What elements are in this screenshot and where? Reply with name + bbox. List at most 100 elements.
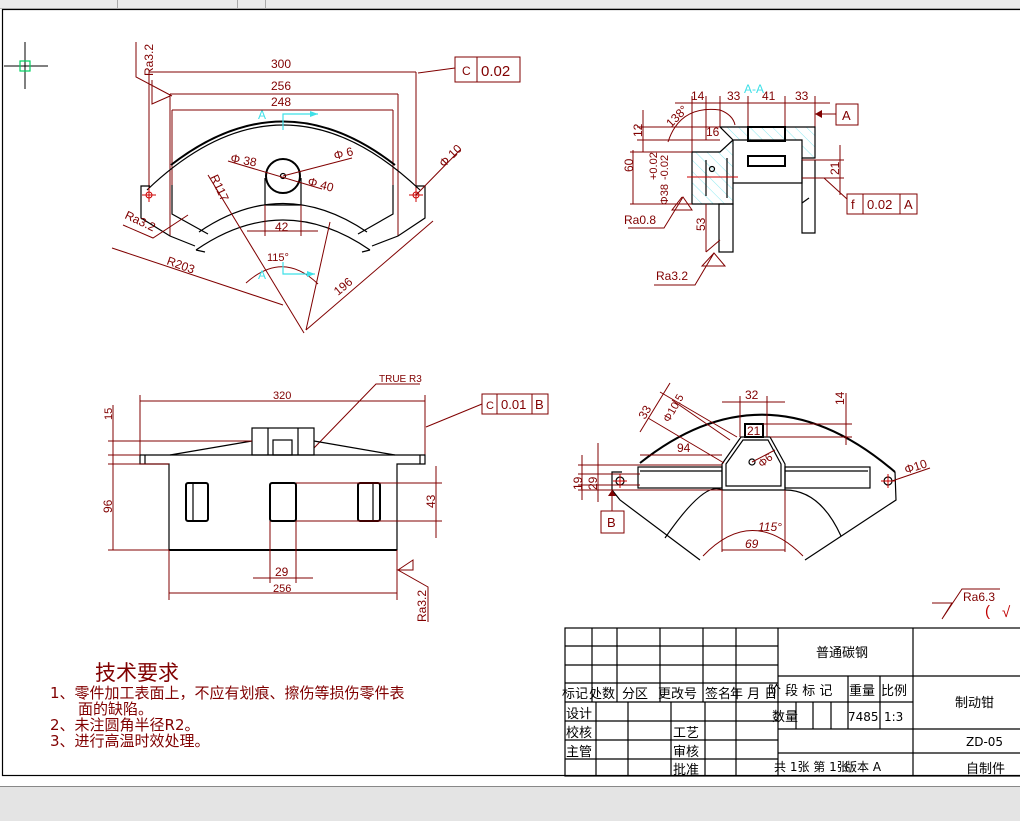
dim-32: 32	[745, 388, 759, 402]
dim-phi38: Φ 38	[229, 151, 258, 169]
sheet-count: 共 1张 第 1张	[774, 760, 849, 774]
dim-33: 33	[727, 89, 741, 103]
dim-248: 248	[271, 95, 291, 109]
header-signature: 签名	[705, 686, 731, 702]
part-source: 自制件	[966, 762, 1005, 777]
dim-r203: R203	[165, 254, 197, 277]
part-name: 制动钳	[955, 696, 994, 711]
tolerance-symbol: f	[851, 197, 855, 212]
tolerance-symbol: C	[462, 64, 471, 78]
header-zone: 分区	[622, 687, 648, 702]
dim-15: 15	[103, 408, 115, 420]
review-label: 审核	[673, 745, 699, 760]
dim-69: 69	[745, 537, 759, 551]
dim-256: 256	[271, 79, 291, 93]
section-mark: A	[258, 268, 266, 282]
dim-phi40: Φ 40	[306, 174, 335, 194]
scale-label: 比例	[881, 684, 907, 699]
title-block: 标记 处数 分区 更改号 签名 年 月 日 设计 校核 主管 工艺 审核 批准 …	[562, 628, 1020, 778]
dim-33: 33	[795, 89, 809, 103]
dim-42: 42	[275, 220, 289, 234]
dim-14: 14	[691, 89, 705, 103]
roughness-label: Ra3.2	[415, 590, 429, 622]
dim-12: 12	[631, 123, 645, 137]
roughness-label: Ra0.8	[624, 213, 656, 227]
weight-value: 7485	[848, 710, 879, 724]
tolerance-datum: A	[904, 197, 913, 212]
header-count: 处数	[589, 687, 615, 702]
row-design: 设计	[566, 707, 592, 722]
dim-19: 19	[571, 476, 585, 490]
true-r3-note: TRUE R3	[379, 374, 422, 385]
bottom-view: 32 14 21 33 Φ10.5 94 Φ6 19 29 B 69 115° …	[571, 383, 930, 560]
status-bar	[0, 786, 1020, 821]
header-change-no: 更改号	[658, 687, 697, 702]
section-view: A-A 14 33 41 33 A	[622, 82, 917, 285]
tech-req-item: 3、进行高温时效处理。	[50, 732, 210, 750]
dim-60: 60	[622, 158, 636, 172]
dim-21: 21	[828, 161, 842, 175]
roughness-paren: (	[985, 603, 990, 620]
dim-43: 43	[424, 494, 438, 508]
roughness-label: Ra3.2	[656, 269, 688, 283]
tolerance-value: 0.02	[481, 63, 510, 80]
row-manager: 主管	[566, 745, 592, 760]
tolerance-value: 0.01	[501, 397, 526, 412]
approve-label: 批准	[673, 763, 699, 778]
angle-115: 115°	[758, 520, 782, 534]
header-mark: 标记	[562, 687, 588, 702]
section-mark: A	[258, 108, 266, 122]
dim-phi10-5: Φ10.5	[661, 392, 686, 424]
dim-14: 14	[833, 391, 847, 405]
dim-r117: R117	[207, 172, 232, 203]
angle-115: 115°	[267, 252, 289, 264]
weight-label: 重量	[849, 683, 875, 699]
tolerance-frame: f 0.02 A	[847, 194, 917, 214]
section-title: A-A	[744, 82, 764, 96]
roughness-label: Ra3.2	[142, 44, 156, 76]
stage-label: 阶 段 标 记	[768, 684, 832, 699]
tolerance-datum: B	[535, 397, 544, 412]
tolerance-value: 0.02	[867, 197, 892, 212]
tolerance-frame: C 0.02	[455, 57, 520, 82]
dim-33: 33	[635, 403, 654, 422]
tech-req-title: 技术要求	[95, 661, 179, 685]
dim-phi6: Φ 6	[332, 144, 355, 163]
drawing-number: ZD-05	[966, 735, 1003, 749]
row-check: 校核	[566, 725, 592, 741]
dim-256: 256	[273, 583, 291, 595]
check-icon: √	[1002, 604, 1011, 621]
dim-phi6: Φ6	[756, 452, 775, 471]
process-label: 工艺	[673, 726, 699, 741]
datum-a: A	[842, 108, 851, 123]
roughness-label: Ra6.3	[963, 590, 995, 604]
dim-53: 53	[694, 217, 708, 231]
general-roughness-symbol: Ra6.3 ( √	[932, 589, 1011, 621]
tolerance-frame: C 0.01 B	[482, 394, 548, 414]
scale-value: 1:3	[884, 710, 903, 724]
dim-41: 41	[762, 89, 776, 103]
front-view: TRUE R3 320 C 0.01 B 15 96	[101, 374, 548, 622]
technical-requirements: 技术要求 1、零件加工表面上，不应有划痕、擦伤等损伤零件表 面的缺陷。 2、未注…	[50, 661, 405, 750]
roughness-label: Ra3.2	[123, 208, 158, 234]
top-view: Ra3.2 300 256 248	[112, 42, 520, 333]
dim-94: 94	[677, 441, 691, 455]
dim-16: 16	[706, 125, 720, 139]
dim-320: 320	[273, 390, 291, 402]
dim-196: 196	[331, 274, 356, 298]
crosshair-cursor-icon	[4, 42, 48, 89]
drawing-canvas[interactable]: Ra3.2 300 256 248	[0, 0, 1020, 786]
tolerance-symbol: C	[486, 400, 494, 412]
dim-phi10: Φ 10	[436, 141, 465, 170]
dim-21: 21	[747, 424, 761, 438]
datum-b: B	[607, 515, 616, 530]
tolerance-minus: -0.02	[659, 155, 671, 180]
dim-29: 29	[275, 565, 289, 579]
quantity-label: 数量	[772, 710, 798, 725]
dim-300: 300	[271, 57, 291, 71]
angle-138: 138°	[663, 103, 691, 131]
material: 普通碳钢	[816, 646, 868, 661]
dim-phi38: Φ38	[659, 184, 671, 205]
dim-phi10: Φ10	[903, 456, 929, 476]
version: 版本 A	[845, 760, 882, 774]
